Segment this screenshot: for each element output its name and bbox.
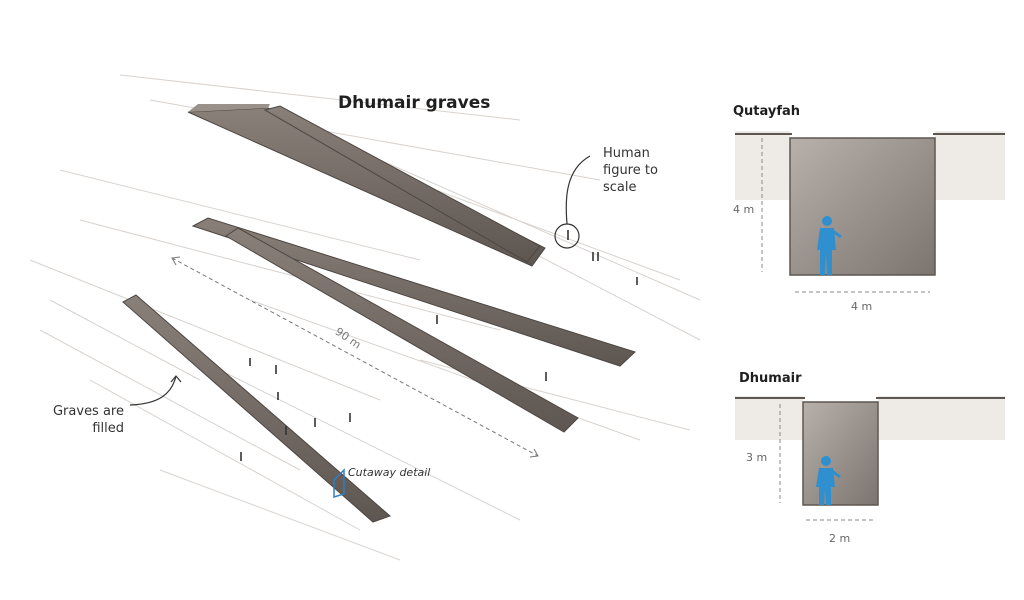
human-scale-line-1: Human [603, 146, 650, 161]
cutaway-label: Cutaway detail [348, 466, 431, 479]
diagram-title: Dhumair graves [338, 93, 491, 113]
trench-5 [122, 294, 391, 523]
graves-filled-line-2: filled [92, 421, 124, 436]
graves-filled-line-1: Graves are [52, 404, 124, 419]
human-scale-callout [554, 155, 591, 249]
trench-4 [225, 227, 579, 433]
qutayfah-depth: 4 m [733, 203, 755, 216]
human-figure [816, 456, 841, 505]
ground-texture [29, 74, 701, 561]
human-scale-label: Human figure to scale [603, 145, 658, 196]
trench-2 [263, 105, 541, 263]
human-scale-line-2: figure to [603, 163, 658, 178]
length-dimension-line [171, 257, 539, 457]
trench-3 [191, 217, 636, 367]
qutayfah-title: Qutayfah [733, 104, 801, 119]
dhumair-depth: 3 m [746, 451, 768, 464]
dhumair-title: Dhumair [739, 371, 802, 386]
graves-filled-label: Graves are filled [36, 403, 124, 437]
trench-1 [187, 104, 546, 267]
cutaway-marker [333, 468, 345, 499]
qutayfah-section [735, 131, 1005, 293]
graves-filled-arrow [129, 375, 177, 406]
dhumair-section [735, 396, 1005, 521]
scale-figures [240, 230, 638, 461]
human-figure [817, 216, 842, 275]
dhumair-width: 2 m [829, 532, 851, 545]
human-scale-line-3: scale [603, 180, 637, 195]
qutayfah-width: 4 m [851, 300, 873, 313]
